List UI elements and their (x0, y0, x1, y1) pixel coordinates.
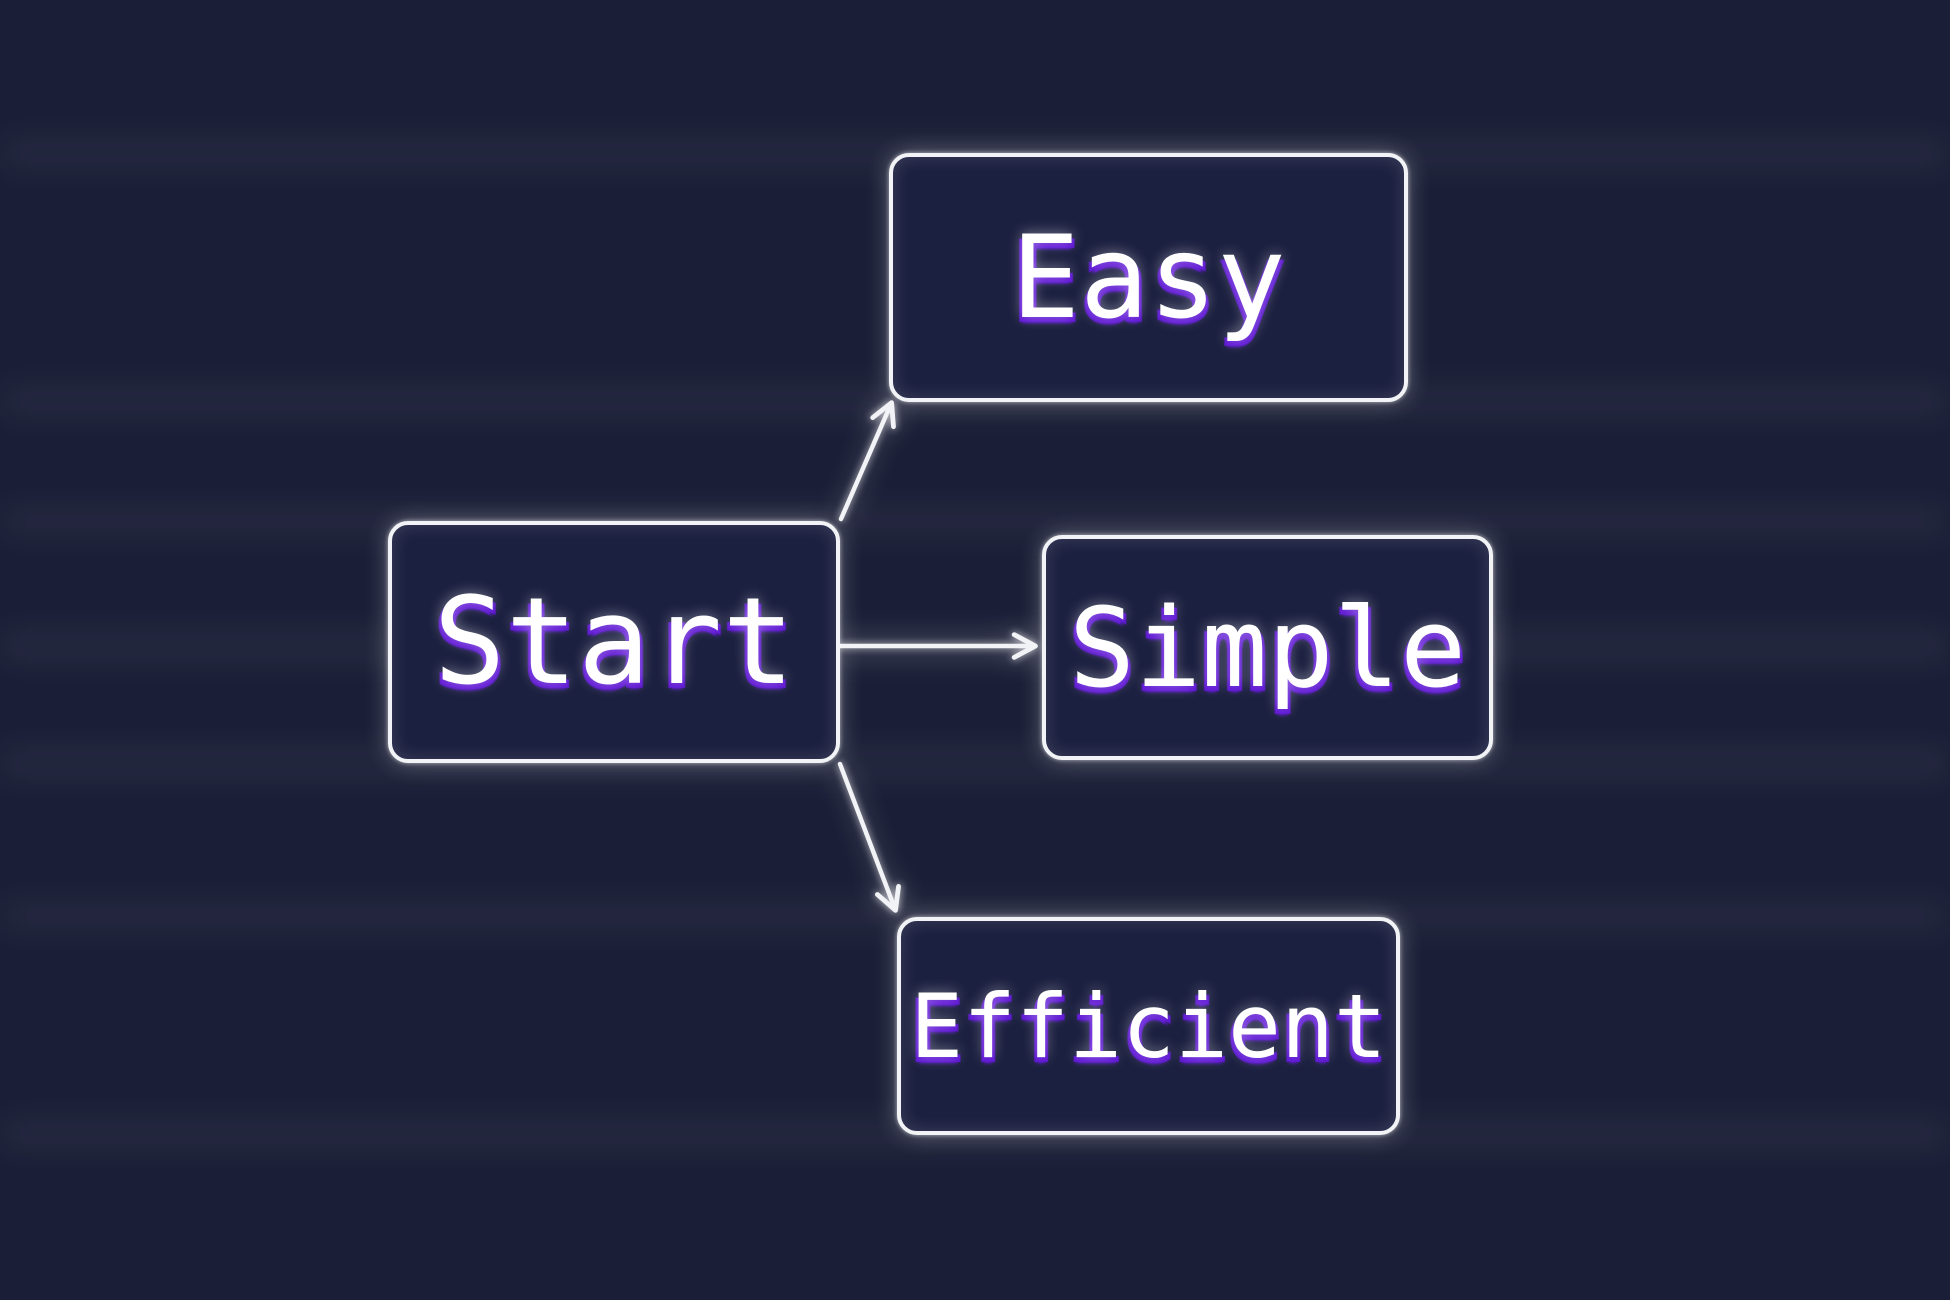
node-start-label: Start (433, 572, 795, 712)
node-start: Start (388, 521, 840, 763)
node-simple-label: Simple (1068, 583, 1467, 712)
edge-start-efficient (837, 761, 901, 913)
node-efficient-label: Efficient (910, 974, 1387, 1078)
node-simple: Simple (1042, 535, 1493, 760)
edge-start-easy (838, 400, 896, 522)
node-easy: Easy (889, 153, 1408, 402)
node-easy-label: Easy (1011, 211, 1286, 344)
node-efficient: Efficient (897, 917, 1400, 1135)
